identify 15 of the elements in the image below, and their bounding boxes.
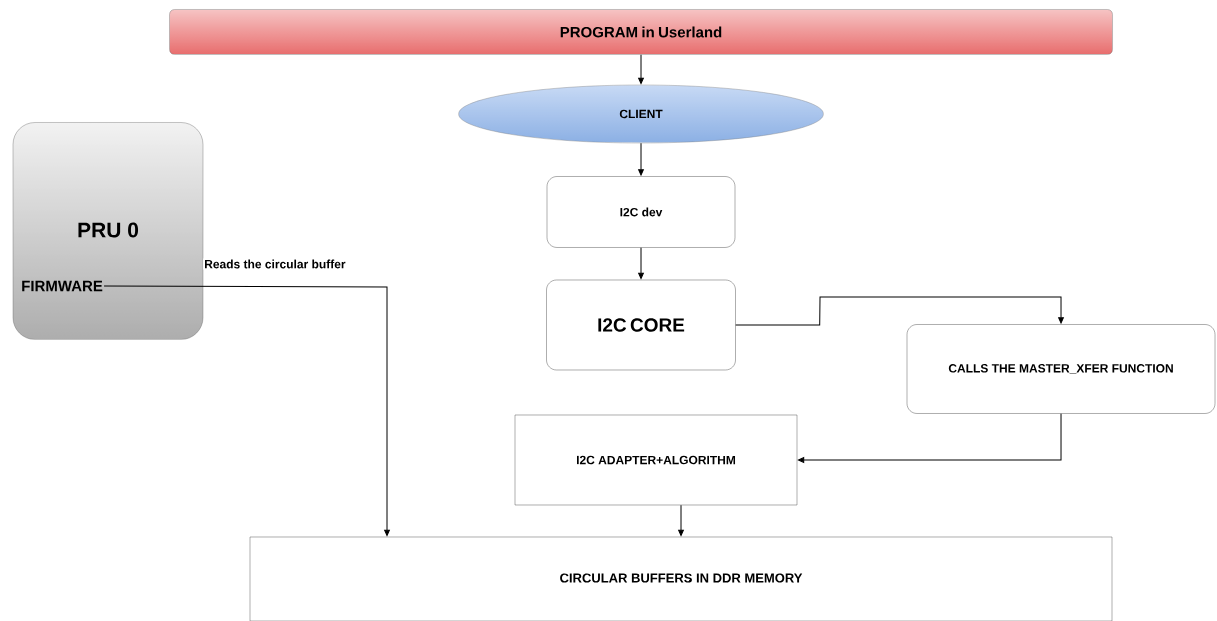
arrow <box>798 413 1062 463</box>
process-box: I2C CORE <box>546 279 736 371</box>
title-band: PROGRAM in Userland <box>169 9 1113 55</box>
arrow <box>638 54 644 84</box>
arrow <box>638 142 644 176</box>
process-box: I2C ADAPTER+ALGORITHM <box>514 414 798 506</box>
arrow <box>678 504 684 537</box>
memory-box: CIRCULAR BUFFERS IN DDR MEMORY <box>249 536 1113 621</box>
arrow <box>735 296 1064 326</box>
process-box: PRU 0 FIRMWARE <box>12 122 204 340</box>
process-box: I2C dev <box>546 176 736 248</box>
arrow <box>638 247 644 279</box>
edge-label: Reads the circular buffer <box>205 259 346 269</box>
process-box: CALLS THE MASTER_XFER FUNCTION <box>906 324 1216 414</box>
arrow <box>103 285 390 537</box>
